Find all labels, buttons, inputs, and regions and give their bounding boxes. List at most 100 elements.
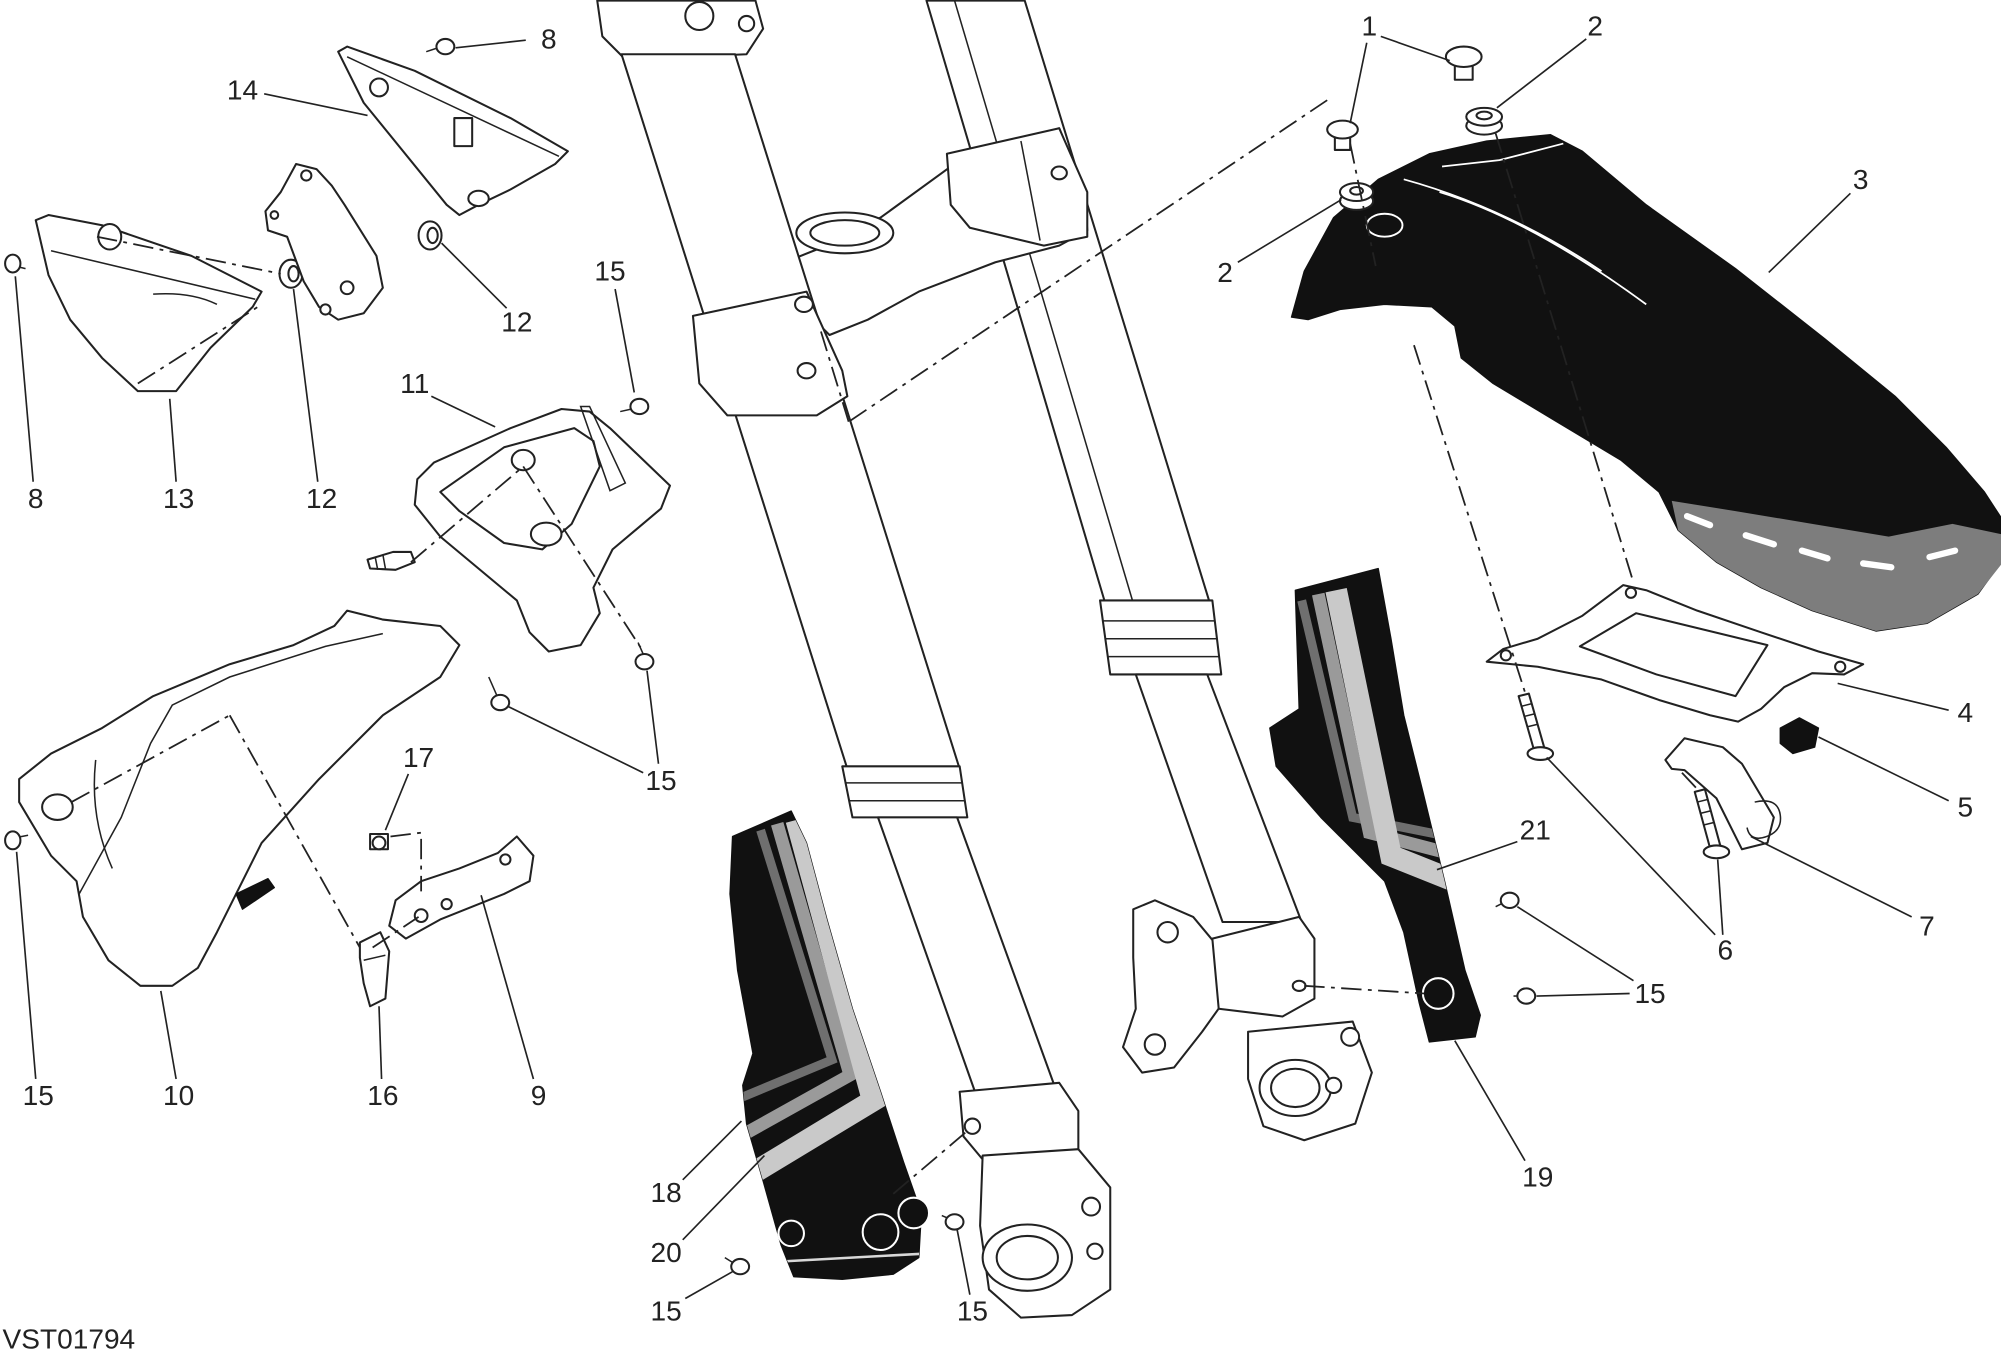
bracket-screw-head: [1526, 746, 1555, 761]
leader-line: [384, 773, 410, 831]
left-fork-leg: [596, 0, 1112, 1319]
screw-thread: [1703, 821, 1715, 826]
axle-pinch-bolt: [1324, 1076, 1343, 1095]
callout-label: 2: [1217, 257, 1233, 288]
leader-lines: [14, 35, 1950, 1300]
panel-grommet: [97, 222, 123, 251]
cover-mount-hole: [41, 793, 74, 821]
screw-thread: [1520, 703, 1532, 708]
callout-label: 21: [1520, 815, 1551, 846]
rubber-grommet-inner: [287, 265, 300, 283]
panel-mount-bracket: [264, 162, 384, 321]
stud-thread: [374, 556, 379, 570]
fender-highlight: [1403, 178, 1603, 272]
callout-label: 2: [1587, 11, 1603, 42]
triple-clamp: [783, 127, 1089, 337]
front-fender: [1290, 133, 2001, 632]
callout-label: 8: [28, 483, 44, 514]
bracket-hole: [499, 853, 512, 866]
rubber-grommet-inner: [426, 226, 439, 245]
callout-label: 15: [594, 256, 625, 287]
bracket-screw-shank: [1517, 692, 1546, 751]
leader-line: [682, 1120, 743, 1181]
panel-hole: [369, 77, 389, 98]
callout-label: 10: [163, 1080, 194, 1111]
screw-head: [490, 693, 511, 712]
collar-bolt-hole: [1050, 165, 1068, 181]
leader-line: [1768, 192, 1851, 274]
callout-label: 20: [651, 1237, 682, 1268]
callout-label: 9: [531, 1080, 547, 1111]
guard-stripe-mid: [737, 821, 858, 1142]
bracket-hole: [1624, 586, 1638, 599]
callout-label: 18: [651, 1177, 682, 1208]
leader-line: [292, 288, 319, 482]
panel-tab: [453, 117, 474, 148]
screw-head: [1499, 891, 1520, 910]
left-fork-top-cap: [596, 0, 765, 61]
screw-head: [730, 1257, 751, 1276]
right-fork-lower-stanchion: [1134, 673, 1303, 924]
panel-grommet: [467, 189, 490, 208]
screw-thread: [1523, 713, 1535, 718]
callout-label: 6: [1718, 935, 1734, 966]
callout-label: 12: [306, 483, 337, 514]
axle-pinch-bolt: [1081, 1196, 1102, 1217]
clip-fold: [363, 954, 386, 962]
lower-side-cover: [4, 609, 511, 987]
top-cap-hole: [737, 14, 756, 33]
callout-label: 15: [1634, 978, 1665, 1009]
screw-thread: [1699, 810, 1711, 815]
assembly-line: [1349, 143, 1377, 267]
assembly-line: [892, 1128, 971, 1195]
callout-label: 17: [403, 742, 434, 773]
fender-highlight: [1441, 142, 1564, 168]
assembly-line: [96, 235, 281, 275]
bracket-hole: [1499, 649, 1512, 662]
leader-line: [1436, 840, 1518, 871]
guard-bottom-edge: [780, 1252, 922, 1263]
right-fork-caliper-bracket: [1121, 899, 1229, 1074]
fender-band-dash: [1926, 547, 1959, 561]
side-panel-body: [34, 214, 263, 393]
assembly-line: [137, 306, 259, 385]
fender-grommet-hole: [1475, 110, 1493, 121]
right-fork-tube-edge: [953, 0, 1134, 604]
screw-shank: [488, 676, 499, 698]
fender-bolt-head: [1444, 45, 1483, 69]
side-panel: [4, 162, 384, 393]
right-fork-upper-tube: [925, 0, 1211, 605]
bracket-hole: [1834, 660, 1847, 673]
fender-bracket-assembly: [1485, 584, 1865, 860]
fender-bolt-head: [1326, 119, 1359, 140]
panel-edge: [346, 56, 560, 158]
leader-line: [1496, 38, 1587, 109]
assembly-line: [848, 99, 1328, 423]
fork-guard-stud: [963, 1117, 982, 1135]
guard-mount-hole: [897, 1196, 931, 1230]
callout-label: 7: [1919, 910, 1935, 941]
headlight-bracket: [366, 397, 671, 671]
leader-line: [263, 92, 368, 117]
screw-head: [944, 1213, 965, 1231]
bracket-screw-head: [1702, 844, 1731, 860]
leader-line: [684, 1270, 733, 1300]
speed-nut-clip: [358, 931, 391, 1008]
leader-line: [1380, 35, 1450, 62]
caliper-bracket-hole: [1156, 920, 1179, 944]
leader-line: [1454, 1040, 1526, 1162]
leader-line: [1237, 199, 1342, 263]
bracket-hole: [440, 898, 453, 911]
callout-label: 15: [957, 1296, 988, 1327]
screw-head: [4, 830, 22, 851]
small-bolt-head: [371, 835, 387, 851]
right-fork-axle-hole-inner: [1270, 1067, 1321, 1109]
callout-label: 15: [645, 765, 676, 796]
caliper-bracket-hole: [1143, 1033, 1167, 1056]
bracket-boss: [510, 448, 536, 472]
assembly-line: [390, 831, 423, 892]
screw-head: [435, 37, 456, 56]
leader-line: [480, 894, 535, 1080]
leader-line: [646, 670, 660, 764]
